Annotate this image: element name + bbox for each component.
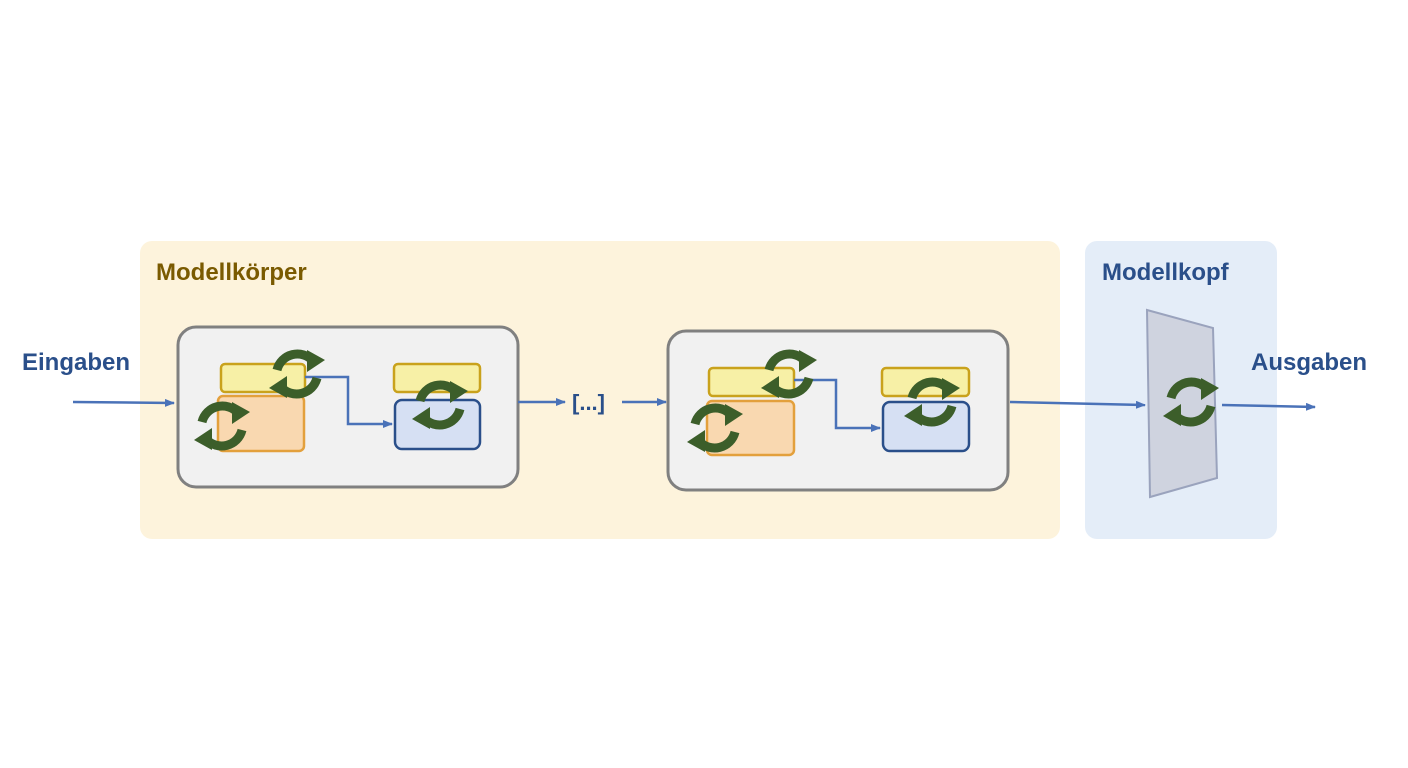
block-1-inner-arrow xyxy=(305,375,393,428)
block-2-inner-arrow xyxy=(794,378,881,432)
block-1-yellow-layer-2 xyxy=(392,362,482,394)
transformer-block-2 xyxy=(666,329,1010,492)
model-head-shape xyxy=(1145,308,1219,499)
output-arrow xyxy=(1221,402,1316,411)
ellipsis-label: [...] xyxy=(572,390,605,415)
model-head-title: Modellkopf xyxy=(1102,259,1230,286)
block-2-blue-layer xyxy=(881,400,971,453)
input-arrow xyxy=(72,398,175,407)
arrow-to-head xyxy=(1009,400,1146,409)
output-label: Ausgaben xyxy=(1251,349,1367,376)
block-1-yellow-layer xyxy=(219,362,307,394)
input-label: Eingaben xyxy=(22,349,130,376)
model-body-title: Modellkörper xyxy=(156,259,307,286)
transformer-block-1 xyxy=(176,325,520,489)
